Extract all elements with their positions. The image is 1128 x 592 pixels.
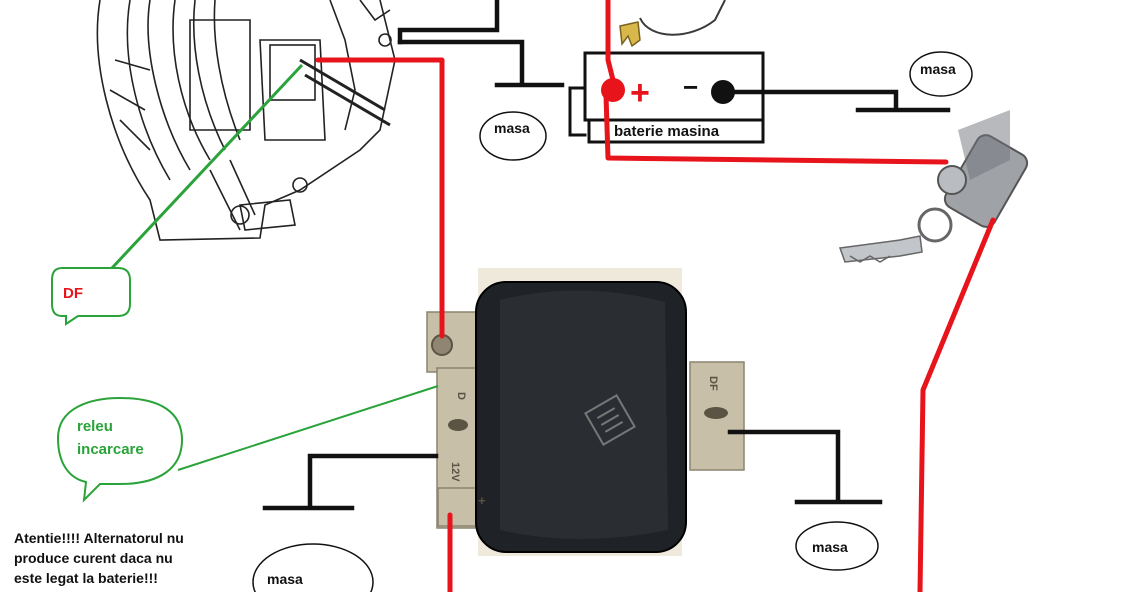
ignition-key-switch bbox=[838, 110, 1029, 263]
wire-to-battery-top bbox=[605, 0, 616, 83]
warning-line-2: produce curent daca nu bbox=[14, 550, 173, 566]
battery-label-box bbox=[587, 118, 765, 144]
releu-label-line2: incarcare bbox=[77, 441, 144, 458]
battery-label: baterie masina bbox=[614, 123, 720, 140]
masa-text: masa bbox=[920, 61, 956, 77]
ground-symbol bbox=[397, 39, 565, 88]
wire-battery-to-ignition bbox=[603, 92, 949, 165]
releu-callout: releu incarcare bbox=[56, 385, 439, 503]
ground-symbol bbox=[727, 429, 883, 505]
regulator-term-df: DF bbox=[707, 376, 719, 391]
ground-symbol bbox=[732, 89, 951, 113]
masa-text: masa bbox=[812, 539, 848, 555]
minus-sign: − bbox=[683, 72, 698, 102]
battery-negative-terminal bbox=[711, 80, 735, 104]
df-callout: DF bbox=[51, 63, 304, 326]
releu-label-line1: releu bbox=[77, 418, 113, 435]
regulator-voltage-stamp: 12V bbox=[449, 462, 461, 482]
ground-symbol bbox=[262, 453, 439, 511]
masa-text: masa bbox=[494, 120, 530, 136]
plus-sign: + bbox=[630, 74, 650, 112]
df-label: DF bbox=[63, 285, 83, 302]
warning-line-3: este legat la baterie!!! bbox=[14, 570, 158, 586]
key-icon bbox=[838, 235, 923, 263]
warning-note: Atentie!!!! Alternatorul nu produce cure… bbox=[14, 528, 254, 588]
ground-wires bbox=[262, 0, 951, 511]
masa-label-2: masa bbox=[909, 51, 973, 97]
fuse-clip bbox=[619, 0, 726, 48]
regulator-term-d: D bbox=[455, 392, 467, 400]
masa-label-1: masa bbox=[479, 111, 547, 161]
alternator-drawing bbox=[96, 0, 396, 241]
warning-line-1: Atentie!!!! Alternatorul nu bbox=[14, 530, 184, 546]
voltage-regulator-photo: D 12V + DF bbox=[426, 268, 745, 556]
regulator-term-plus: + bbox=[478, 493, 486, 508]
masa-label-4: masa bbox=[252, 543, 374, 592]
positive-wires bbox=[315, 0, 996, 592]
masa-text: masa bbox=[267, 571, 303, 587]
wire-alternator-to-regulator bbox=[315, 57, 445, 339]
masa-label-3: masa bbox=[795, 521, 879, 571]
wire-ignition-down bbox=[917, 217, 996, 592]
